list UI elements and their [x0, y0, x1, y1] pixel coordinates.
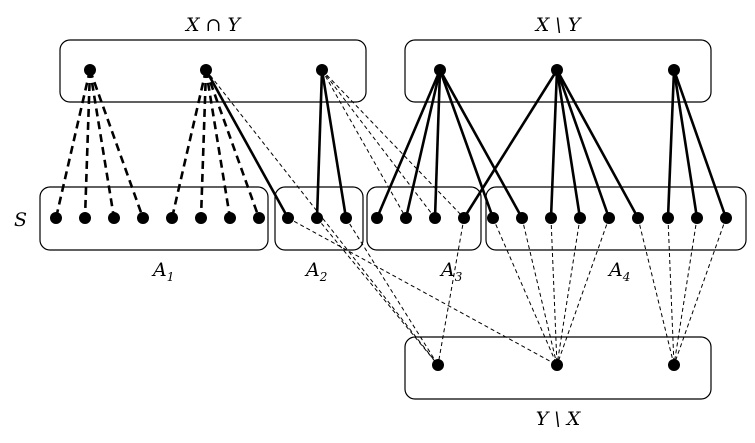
node — [632, 212, 644, 224]
label-a4: A4 — [607, 259, 630, 284]
node — [662, 212, 674, 224]
node — [400, 212, 412, 224]
node — [487, 212, 499, 224]
x-intersect-y-nodes — [84, 64, 328, 76]
node — [545, 212, 557, 224]
node — [603, 212, 615, 224]
node — [551, 359, 563, 371]
node — [434, 64, 446, 76]
node — [432, 359, 444, 371]
x-minus-y-box — [404, 39, 712, 103]
a4-box — [485, 186, 747, 251]
thin-dashed-edges — [205, 69, 727, 366]
node — [166, 212, 178, 224]
node — [108, 212, 120, 224]
x-minus-y-nodes — [434, 64, 680, 76]
node — [195, 212, 207, 224]
label-s: S — [14, 209, 27, 231]
node — [668, 64, 680, 76]
thick-solid-edges — [204, 69, 728, 219]
node — [720, 212, 732, 224]
label-a1: A1 — [151, 259, 174, 284]
y-minus-x-nodes — [432, 359, 680, 371]
thick-dashed-edges — [54, 69, 261, 219]
node — [253, 212, 265, 224]
node — [200, 64, 212, 76]
a1-box — [39, 186, 269, 251]
node — [551, 64, 563, 76]
a3-box — [366, 186, 482, 251]
node — [574, 212, 586, 224]
y-minus-x-box — [404, 336, 712, 400]
node — [224, 212, 236, 224]
label-y-minus-x: Y \ X — [536, 408, 582, 430]
label-a3: A3 — [439, 259, 463, 284]
node — [282, 212, 294, 224]
node — [340, 212, 352, 224]
x-intersect-y-box — [59, 39, 367, 103]
node — [137, 212, 149, 224]
node — [79, 212, 91, 224]
node — [84, 64, 96, 76]
label-x-minus-y: X \ Y — [534, 14, 583, 36]
node — [429, 212, 441, 224]
node — [316, 64, 328, 76]
label-a2: A2 — [304, 259, 327, 284]
node — [371, 212, 383, 224]
node — [668, 359, 680, 371]
node — [516, 212, 528, 224]
node — [50, 212, 62, 224]
s-row-nodes — [50, 212, 732, 224]
label-x-intersect-y: X ∩ Y — [184, 14, 243, 36]
node — [458, 212, 470, 224]
node — [691, 212, 703, 224]
node — [311, 212, 323, 224]
